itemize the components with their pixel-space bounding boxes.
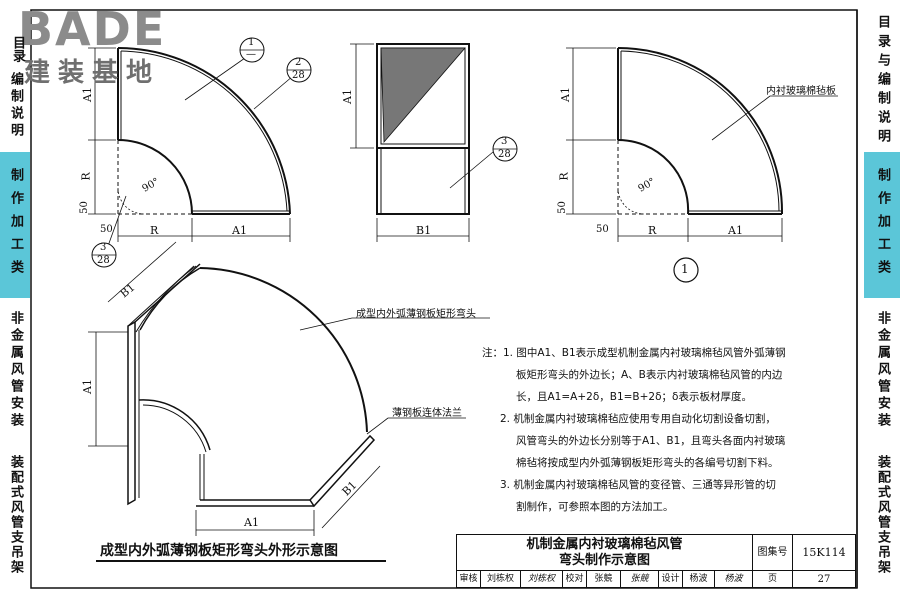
figure-caption: 成型内外弧薄钢板矩形弯头外形示意图 (100, 543, 338, 559)
callout-2-bottom: 28 (292, 70, 305, 81)
title-main: 机制金属内衬玻璃棉毡风管 弯头制作示意图 (457, 535, 753, 571)
callout-3-left-bottom: 28 (97, 255, 110, 266)
left-nav-extra: 编制说明 (8, 72, 23, 140)
dim-r-left: R (79, 172, 93, 181)
notes-block: 注：1. 图中A1、B1表示成型机制金属内衬玻璃棉毡风管外弧薄钢 板矩形弯头的外… (482, 342, 827, 518)
duct-end-view (350, 43, 494, 242)
note-1b: 板矩形弯头的外边长；A、B表示内衬玻璃棉毡风管的内边 (516, 369, 783, 381)
design-label: 设计 (659, 571, 683, 588)
right-nav-label: 非金属风管安装 (875, 310, 890, 430)
review-signature: 刘栋权 (521, 571, 563, 588)
callout-1 (239, 37, 265, 63)
elbow-isometric-view (88, 241, 490, 536)
atlas-label: 图集号 (753, 535, 793, 571)
right-nav-item-supports[interactable]: 装配式风管支吊架 (864, 442, 900, 588)
right-nav-item-contents[interactable]: 目录与编制说明 (864, 10, 900, 152)
title-block: 机制金属内衬玻璃棉毡风管 弯头制作示意图 图集号 15K114 审核 刘栋权 刘… (456, 534, 856, 588)
left-nav-item-contents[interactable]: 编制说明 (0, 60, 30, 152)
right-nav-item-nonmetal[interactable]: 非金属风管安装 (864, 298, 900, 442)
callout-3-left (91, 242, 117, 268)
note-2a: 2. 机制金属内衬玻璃棉毡应使用专用自动化切割设备切割， (500, 413, 776, 425)
note-1: 注：1. 图中A1、B1表示成型机制金属内衬玻璃棉毡风管外弧薄钢 (482, 342, 827, 364)
page-number: 27 (817, 574, 831, 585)
left-nav-item-supports[interactable]: 装配式风管支吊架 (0, 442, 30, 588)
callout-3-left-top: 3 (100, 242, 107, 253)
brand-subtitle: 建装基地 (24, 58, 161, 88)
dim-a1-mid: A1 (340, 89, 354, 104)
design-name: 杨波 (683, 571, 715, 588)
right-nav-label: 装配式风管支吊架 (875, 455, 890, 575)
left-nav-label: 非金属风管安装 (8, 310, 23, 430)
dim-r-bottom-3: R (648, 224, 657, 237)
note-1c: 长，且A1=A+2δ，B1=B+2δ；δ表示板材厚度。 (516, 391, 752, 403)
note-3b: 割制作，可参照本图的方法加工。 (516, 501, 674, 513)
left-nav-item-fabrication[interactable]: 制作加工类 (0, 152, 30, 298)
check-label: 校对 (563, 571, 587, 588)
callout-2-top: 2 (295, 57, 302, 68)
right-nav-item-fabrication[interactable]: 制作加工类 (864, 152, 900, 298)
brand-wordmark: BADE (18, 2, 167, 56)
note-2c: 棉毡将按成型内外弧薄钢板矩形弯头的各编号切割下料。 (516, 457, 779, 469)
elbow-side-view-2 (566, 47, 838, 242)
review-label: 审核 (457, 571, 481, 588)
dim-a1-iso-bottom: A1 (244, 516, 259, 529)
dim-50-bottom-3: 50 (596, 224, 609, 235)
circle-1-label: 1 (681, 262, 689, 276)
left-nav-item-nonmetal[interactable]: 非金属风管安装 (0, 298, 30, 442)
note-2b: 风管弯头的外边长分别等于A1、B1，且弯头各面内衬玻璃 (516, 435, 786, 447)
dim-b1-mid: B1 (416, 224, 432, 237)
dim-a1-iso-left: A1 (80, 379, 94, 394)
callout-3-mid-bottom: 28 (498, 149, 511, 160)
callout-circle-1 (673, 257, 699, 283)
dim-r-bottom-1: R (150, 224, 159, 237)
dim-50-bottom-1: 50 (100, 224, 113, 235)
title-line-2: 弯头制作示意图 (558, 553, 650, 568)
left-nav-label: 装配式风管支吊架 (8, 455, 23, 575)
check-signature: 张競 (621, 571, 659, 588)
brand-logo: BADE 建装基地 (18, 2, 188, 92)
title-line-1: 机制金属内衬玻璃棉毡风管 (526, 537, 683, 552)
atlas-number: 15K114 (793, 535, 855, 571)
callout-2 (286, 57, 312, 83)
callout-1-top: 1 (248, 37, 255, 48)
review-name: 刘栋权 (481, 571, 521, 588)
right-nav-label: 制作加工类 (875, 167, 890, 283)
left-nav-label: 制作加工类 (8, 167, 23, 283)
dim-a1-right: A1 (558, 87, 572, 102)
dim-a1-bottom-1: A1 (232, 224, 247, 237)
left-nav-top-label: 目录 (10, 36, 25, 62)
callout-3-mid-top: 3 (501, 136, 508, 147)
caption-underline (96, 560, 386, 562)
dim-a1-bottom-3: A1 (728, 224, 743, 237)
note-3a: 3. 机制金属内衬玻璃棉毡风管的变径管、三通等异形管的切 (500, 479, 776, 491)
check-name: 张競 (587, 571, 621, 588)
dim-50-right: 50 (556, 201, 568, 214)
design-signature: 杨波 (715, 571, 753, 588)
liner-label: 内衬玻璃棉毡板 (766, 86, 836, 97)
callout-3-mid (492, 136, 518, 162)
elbow-side-view-1 (88, 47, 294, 247)
note-1a: 图中A1、B1表示成型机制金属内衬玻璃棉毡风管外弧薄钢 (516, 347, 786, 359)
callout-1-bottom: — (246, 49, 256, 60)
page-label: 页 (753, 571, 793, 588)
dim-r-right: R (557, 172, 571, 181)
dim-50-left: 50 (78, 201, 90, 214)
dim-a1-left: A1 (80, 87, 94, 102)
elbow-label: 成型内外弧薄钢板矩形弯头 (356, 309, 476, 320)
right-nav-label: 目录与编制说明 (875, 14, 890, 148)
flange-label: 薄钢板连体法兰 (392, 408, 462, 419)
note-head: 注：1. (482, 347, 514, 359)
